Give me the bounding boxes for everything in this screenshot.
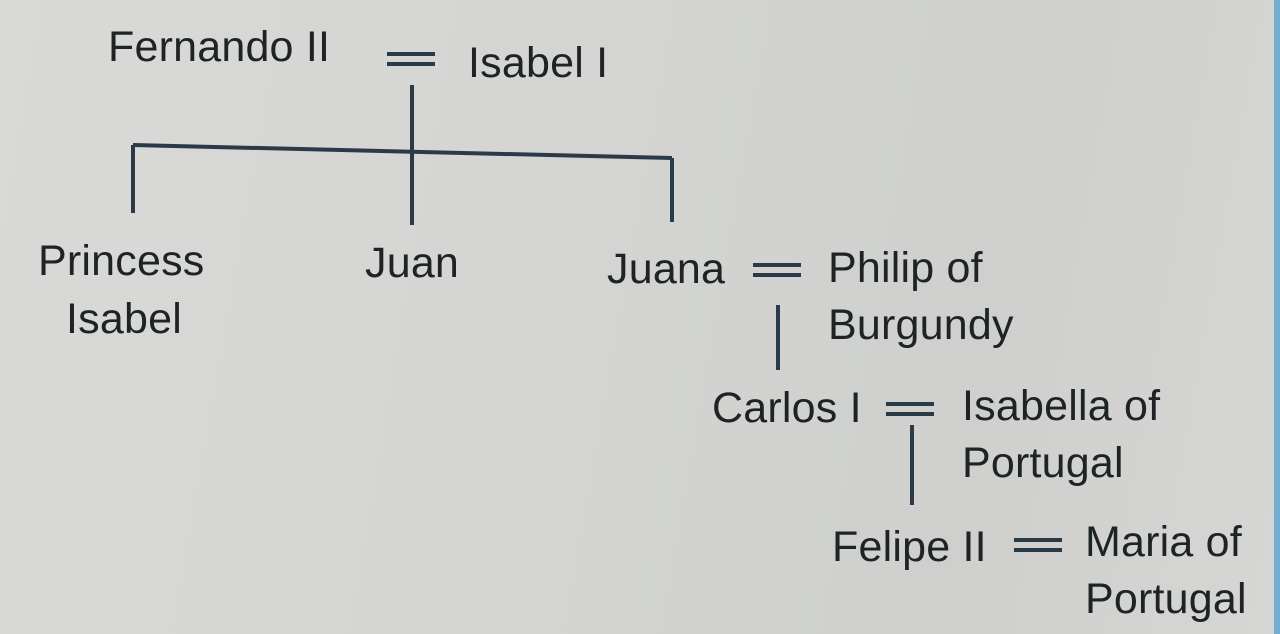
- marriage-symbol: [1014, 538, 1062, 552]
- person-fernando-ii: Fernando II: [108, 23, 331, 71]
- children-bar-line: [132, 143, 673, 160]
- person-felipe-ii: Felipe II: [832, 523, 987, 571]
- person-juana: Juana: [607, 245, 726, 293]
- person-maria-line1: Maria of: [1085, 518, 1242, 566]
- person-maria-line2: Portugal: [1085, 575, 1247, 623]
- person-carlos-i: Carlos I: [712, 384, 862, 432]
- marriage-symbol: [387, 52, 435, 66]
- person-philip-line2: Burgundy: [828, 301, 1014, 349]
- person-princess-isabel-line1: Princess: [38, 237, 205, 285]
- marriage-symbol: [886, 402, 934, 416]
- person-isabella-line1: Isabella of: [962, 382, 1161, 430]
- marriage-symbol: [753, 263, 801, 277]
- person-princess-isabel-line2: Isabel: [66, 295, 182, 343]
- person-isabella-line2: Portugal: [962, 439, 1124, 487]
- person-juan: Juan: [365, 239, 460, 287]
- person-philip-line1: Philip of: [828, 244, 983, 292]
- page-edge-accent: [1274, 0, 1280, 634]
- person-isabel-i: Isabel I: [468, 39, 609, 87]
